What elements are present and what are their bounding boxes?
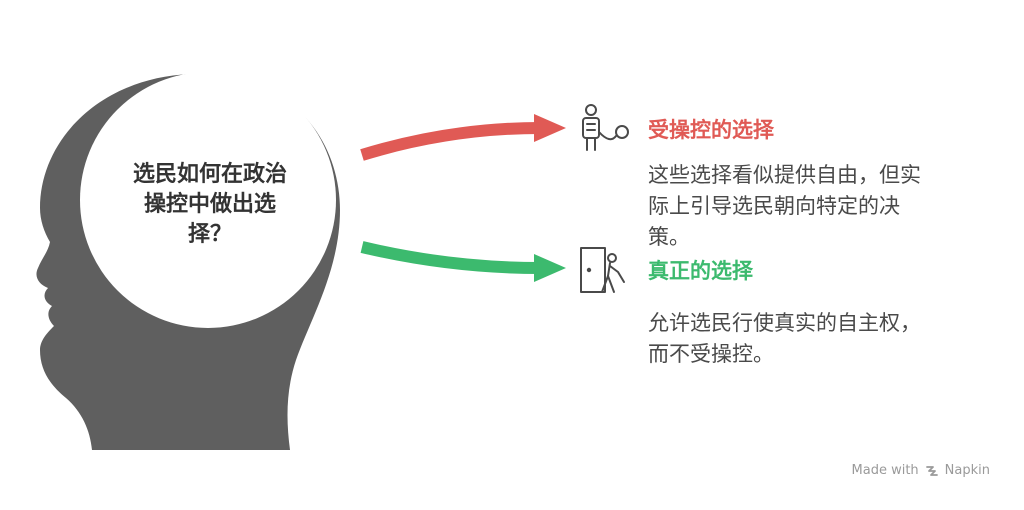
napkin-logo-icon (925, 465, 938, 476)
option-description-manipulated: 这些选择看似提供自由，但实 际上引导选民朝向特定的决 策。 (648, 163, 921, 249)
arrowhead-manipulated (534, 114, 566, 142)
watermark-made-with: Made with (851, 463, 919, 478)
option-title-manipulated: 受操控的选择 (648, 118, 774, 142)
person-leaving-door-icon (580, 247, 625, 293)
watermark-brand: Napkin (944, 463, 990, 478)
arrow-manipulated (360, 122, 541, 161)
puppet-on-string-icon (582, 104, 629, 151)
arrow-real (360, 241, 541, 274)
option-title-real: 真正的选择 (648, 259, 753, 283)
arrowhead-real (534, 254, 566, 282)
option-description-real: 允许选民行使真实的自主权， 而不受操控。 (648, 311, 921, 366)
thought-circle (80, 72, 336, 328)
napkin-watermark[interactable]: Made with Napkin (852, 463, 990, 478)
central-question: 选民如何在政治 操控中做出选 择？ (132, 162, 287, 247)
